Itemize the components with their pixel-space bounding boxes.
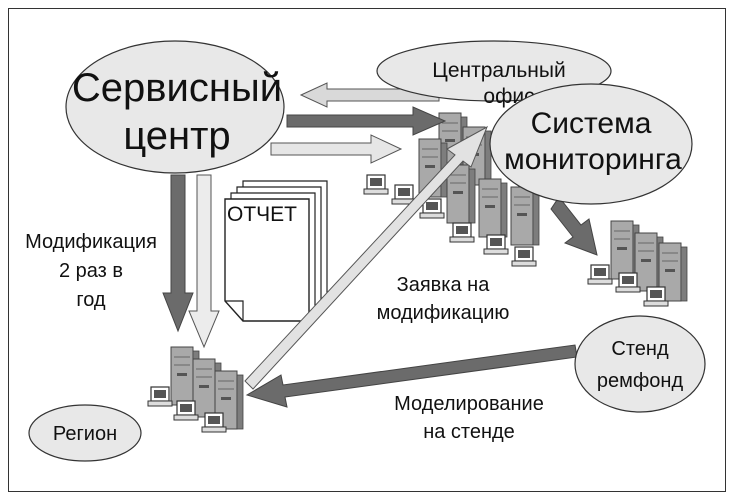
modification-line3: год xyxy=(76,289,106,311)
label-modeling: Моделирование на стенде xyxy=(394,393,544,443)
node-monitoring-system: Система мониторинга xyxy=(489,83,693,205)
region-server-cluster xyxy=(147,346,244,433)
report-document: ОТЧЕТ xyxy=(224,180,328,322)
arrow-report-to-central xyxy=(270,134,403,164)
report-label: ОТЧЕТ xyxy=(227,203,297,226)
monitoring-line1: Система xyxy=(531,107,652,140)
modification-line2: 2 раз в xyxy=(59,260,123,282)
node-repair-stand: Стенд ремфонд xyxy=(574,315,706,413)
arrow-service-to-central xyxy=(286,106,447,136)
arrow-stand-to-region xyxy=(245,344,578,408)
diagram-canvas: ОТЧЕТ Центральный офис Сервисный центр С… xyxy=(25,40,706,462)
node-service-center: Сервисный центр xyxy=(65,40,285,174)
stand-server-cluster xyxy=(587,220,688,307)
central-office-line1: Центральный xyxy=(432,59,565,82)
request-line1: Заявка на xyxy=(397,274,491,296)
arrow-region-to-monitoring xyxy=(244,125,488,390)
service-center-line2: центр xyxy=(123,114,230,158)
label-modification: Модификация 2 раз в год xyxy=(25,231,157,311)
modification-line1: Модификация xyxy=(25,231,157,253)
service-center-line1: Сервисный xyxy=(72,66,282,110)
region-label: Регион xyxy=(53,423,117,445)
modeling-line1: Моделирование xyxy=(394,393,544,415)
repair-stand-line1: Стенд xyxy=(611,338,669,360)
modeling-line2: на стенде xyxy=(423,421,515,443)
monitoring-line2: мониторинга xyxy=(504,143,682,176)
repair-stand-line2: ремфонд xyxy=(597,370,684,392)
diagram-frame: ОТЧЕТ Центральный офис Сервисный центр С… xyxy=(8,8,726,492)
arrow-service-to-region-dark xyxy=(162,174,194,333)
label-request: Заявка на модификацию xyxy=(377,274,510,324)
node-region: Регион xyxy=(28,404,142,462)
arrow-monitoring-to-stand xyxy=(550,196,598,256)
arrow-service-to-region-light xyxy=(188,174,220,349)
request-line2: модификацию xyxy=(377,302,510,324)
